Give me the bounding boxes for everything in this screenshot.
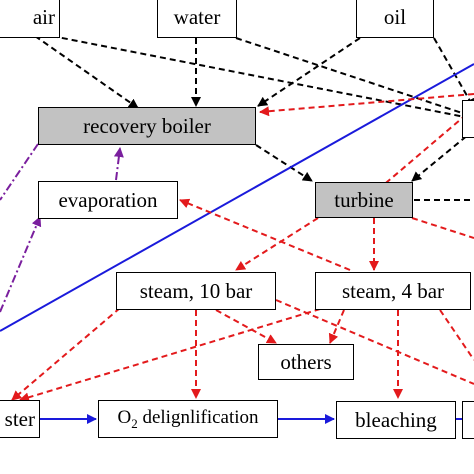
steam-4bar-node: steam, 4 bar xyxy=(315,272,471,310)
evaporation-node: evaporation xyxy=(38,181,178,219)
bleaching-label: bleaching xyxy=(355,407,437,432)
edge-steam10-to-others xyxy=(215,309,277,344)
oil-node: oil xyxy=(356,0,434,38)
air-node: air xyxy=(0,0,60,38)
edge-right-to-turbine xyxy=(411,129,474,182)
edge-water-to-right xyxy=(235,37,474,119)
bleaching-node: bleaching xyxy=(336,401,456,439)
others-label: others xyxy=(280,349,332,374)
water-label: water xyxy=(173,4,221,29)
edge-steam4-to-washer xyxy=(19,305,331,403)
edge-boiler-to-left xyxy=(0,143,39,201)
edge-steam4-to-evaporation xyxy=(179,198,351,271)
edge-steam10-to-washer xyxy=(11,307,121,401)
steam-10bar-label: steam, 10 bar xyxy=(139,278,253,303)
edge-right-to-boiler xyxy=(259,93,474,117)
o2-delignification-node: O2 delignlification xyxy=(98,400,278,438)
edge-steam4-to-others xyxy=(328,309,345,344)
recovery-boiler-node: recovery boiler xyxy=(38,107,256,145)
edge-left-to-evaporation xyxy=(0,216,42,313)
edge-air-to-right xyxy=(51,35,471,119)
others-node: others xyxy=(258,344,354,380)
edge-turbine-to-steam10 xyxy=(235,217,319,271)
edge-evaporation-to-boiler xyxy=(113,147,124,181)
washer-node: ster xyxy=(0,400,40,438)
edge-steam4-to-farright xyxy=(439,309,474,361)
turbine-node: turbine xyxy=(315,182,413,218)
evaporation-label: evaporation xyxy=(58,187,158,212)
edge-oil-to-boiler xyxy=(257,37,361,107)
steam-10bar-node: steam, 10 bar xyxy=(116,272,276,310)
edge-blue-diagonal xyxy=(0,63,474,332)
recovery-boiler-label: recovery boiler xyxy=(83,113,211,138)
air-label: air xyxy=(32,4,55,29)
edge-steam10-to-farright xyxy=(275,299,474,385)
oil-label: oil xyxy=(383,4,407,29)
water-node: water xyxy=(157,0,237,38)
steam-4bar-label: steam, 4 bar xyxy=(341,278,445,303)
right-offscreen-node xyxy=(462,100,474,138)
edge-air-to-boiler xyxy=(34,35,139,109)
turbine-label: turbine xyxy=(334,187,394,212)
edge-turbine-to-farright xyxy=(411,217,474,239)
edge-boiler-to-turbine xyxy=(255,144,313,182)
o2-delignification-label: O2 delignlification xyxy=(117,406,259,431)
right-offscreen-bottom-node xyxy=(462,401,474,439)
washer-label: ster xyxy=(4,406,35,431)
edge-oil-to-right xyxy=(433,37,474,109)
